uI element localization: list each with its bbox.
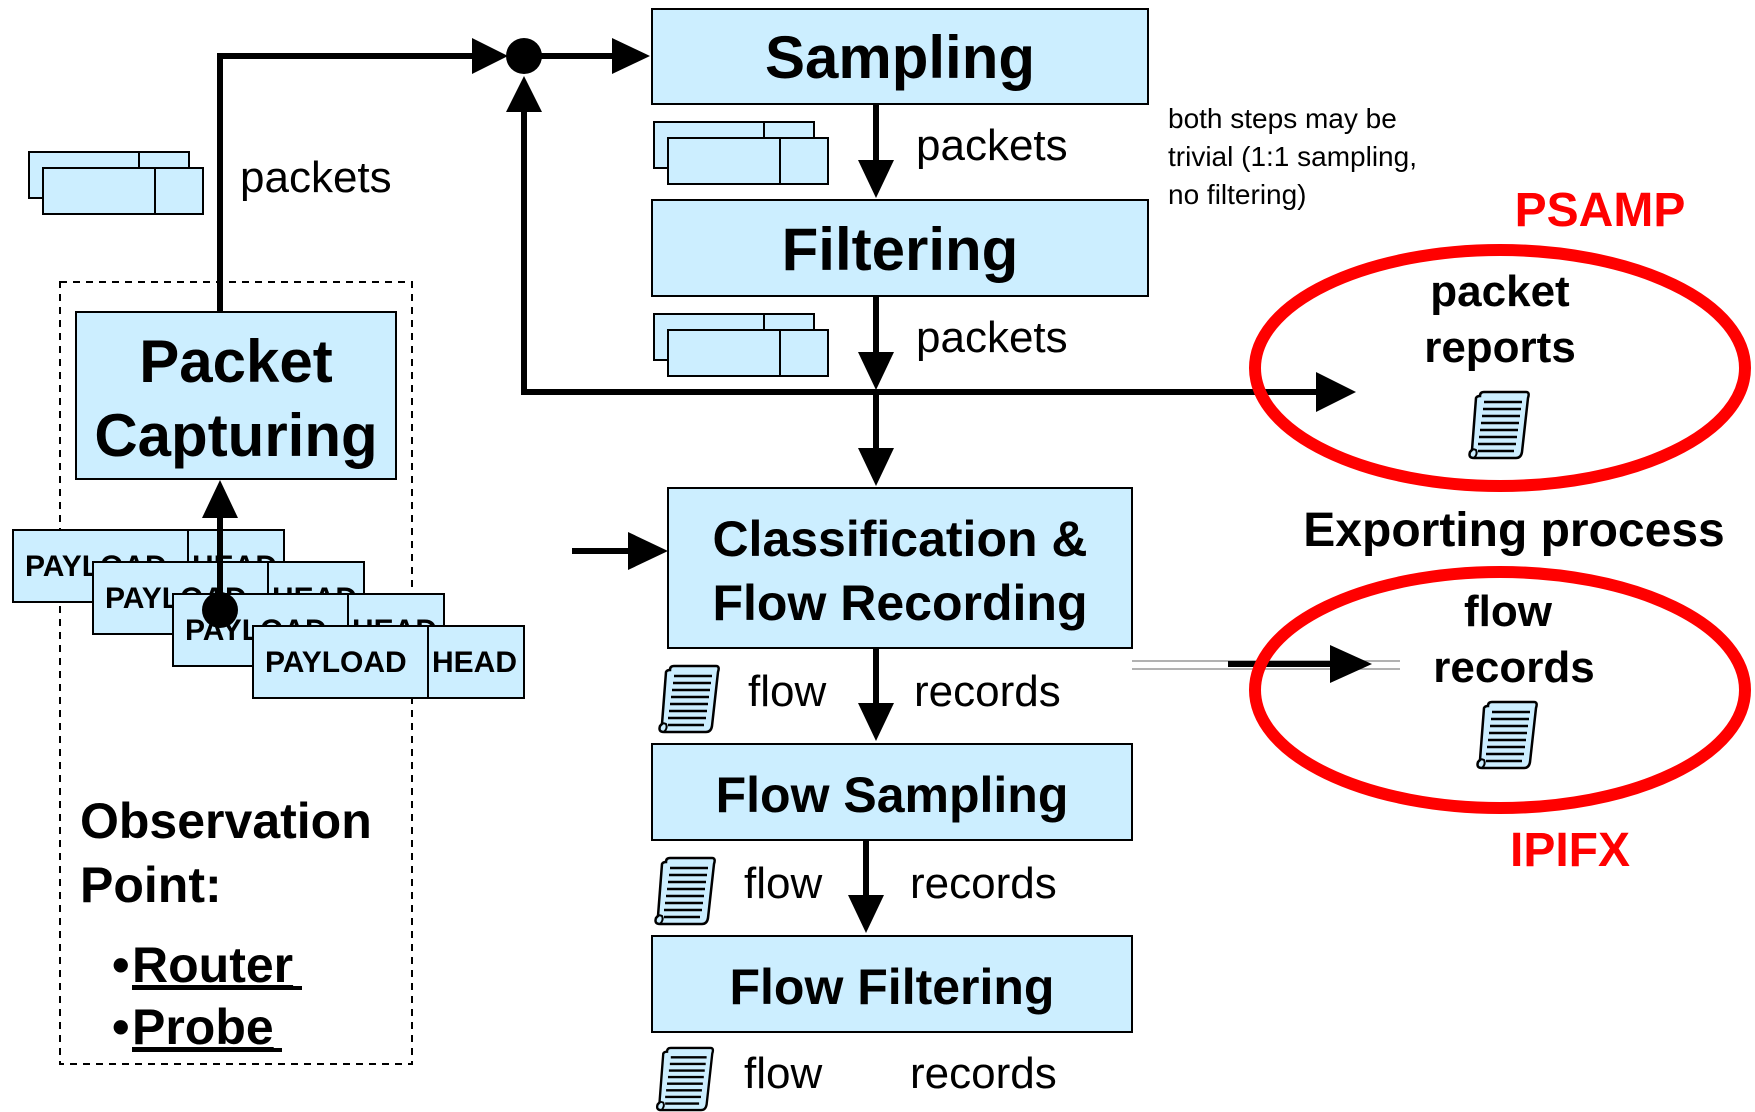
note-line1: both steps may be	[1168, 103, 1397, 134]
classification-box: Classification & Flow Recording	[667, 487, 1133, 649]
packet-capturing-line1: Packet	[139, 328, 332, 395]
document-scroll-icon	[658, 664, 720, 734]
observation-line2: Point:	[80, 857, 222, 913]
flow-label: flow	[744, 1049, 822, 1098]
packets-label: packets	[916, 313, 1068, 362]
document-scroll-icon	[655, 1046, 715, 1112]
capture-to-junction-line	[217, 53, 480, 312]
arrow-icon	[612, 38, 650, 74]
arrow-icon	[858, 448, 894, 486]
packet-capturing-line2: Capturing	[94, 402, 377, 469]
flow-label: flow	[748, 667, 826, 716]
filtering-label: Filtering	[782, 216, 1019, 283]
arrow-icon	[472, 38, 508, 74]
sampling-box: Sampling	[651, 8, 1149, 105]
exporting-process-label: Exporting process	[1303, 504, 1724, 557]
junction-dot-icon	[506, 38, 542, 74]
document-scroll-icon	[1476, 700, 1538, 770]
packet-stack-icon	[653, 121, 829, 185]
connectors	[217, 38, 1400, 933]
packet-reports-ellipse	[1249, 244, 1751, 492]
document-scroll-icon	[654, 856, 716, 926]
psamp-label: PSAMP	[1515, 184, 1686, 237]
head-label: HEAD	[432, 646, 517, 679]
classification-line2: Flow Recording	[713, 575, 1088, 631]
filtering-box: Filtering	[651, 199, 1149, 297]
junction-dot-icon	[202, 592, 238, 628]
arrow-icon	[858, 160, 894, 198]
flow-records-line2: records	[1433, 643, 1594, 692]
payload-label: PAYLOAD	[265, 646, 407, 679]
observation-line1: Observation	[80, 793, 372, 849]
bullet: •	[112, 937, 130, 993]
arrow-icon	[628, 532, 668, 570]
flow-filtering-label: Flow Filtering	[730, 959, 1055, 1015]
router-label: Router	[132, 937, 293, 993]
arrow-icon	[506, 76, 542, 112]
records-label: records	[910, 859, 1057, 908]
flow-records-line1: flow	[1464, 587, 1553, 636]
arrow-icon	[858, 703, 894, 741]
captured-packets: PAYLOAD HEAD PAYLOAD HEAD PAYLOAD HEAD P…	[12, 529, 525, 699]
packet-stack-icon	[28, 151, 204, 215]
packet-stack-icon	[653, 313, 829, 377]
note-line2: trivial (1:1 sampling,	[1168, 141, 1417, 172]
arrow-icon	[1316, 372, 1356, 412]
records-label: records	[910, 1049, 1057, 1098]
probe-label: Probe	[132, 999, 274, 1055]
flow-sampling-label: Flow Sampling	[716, 767, 1069, 823]
flow-label: flow	[744, 859, 822, 908]
document-scroll-icon	[1468, 390, 1530, 460]
ipifx-label: IPIFX	[1510, 824, 1630, 877]
packets-label: packets	[916, 121, 1068, 170]
arrow-icon	[202, 480, 238, 518]
records-label: records	[914, 667, 1061, 716]
packets-label: packets	[240, 153, 392, 202]
packet-reports-line1: packet	[1430, 267, 1570, 316]
packet-capturing-box: Packet Capturing	[75, 311, 397, 480]
packet-reports-line2: reports	[1424, 323, 1576, 372]
flow-sampling-box: Flow Sampling	[651, 743, 1133, 841]
arrow-icon	[858, 352, 894, 390]
bullet: •	[112, 999, 130, 1055]
flow-records-ellipse	[1249, 566, 1751, 814]
arrow-icon	[848, 895, 884, 933]
classification-line1: Classification &	[712, 511, 1087, 567]
flow-filtering-box: Flow Filtering	[651, 935, 1133, 1033]
captured-packet: PAYLOAD HEAD	[252, 625, 525, 699]
arrow-icon	[1330, 645, 1372, 683]
note-line3: no filtering)	[1168, 179, 1307, 210]
sampling-label: Sampling	[765, 24, 1035, 91]
